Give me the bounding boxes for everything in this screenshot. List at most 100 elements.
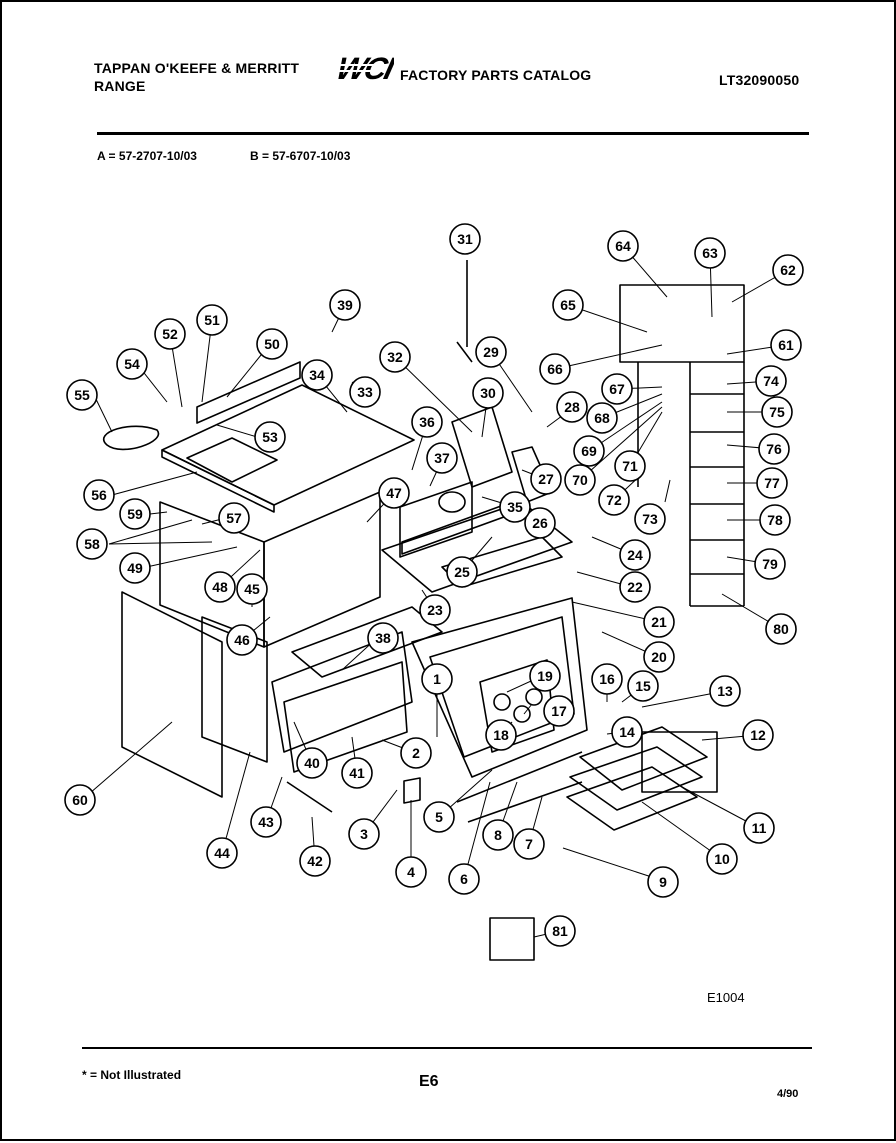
callout-43: 43 xyxy=(250,806,282,838)
callout-circle xyxy=(643,641,675,673)
callout-28: 28 xyxy=(556,391,588,423)
callout-number: 47 xyxy=(386,485,402,501)
callout-number: 30 xyxy=(480,385,496,401)
callout-65: 65 xyxy=(552,289,584,321)
callout-number: 15 xyxy=(635,678,651,694)
callout-number: 13 xyxy=(717,683,733,699)
callout-number: 20 xyxy=(651,649,667,665)
callout-circle xyxy=(647,866,679,898)
callout-circle xyxy=(367,622,399,654)
callout-number: 3 xyxy=(360,826,368,842)
callout-number: 81 xyxy=(552,923,568,939)
callout-74: 74 xyxy=(755,365,787,397)
callout-circle xyxy=(524,507,556,539)
callout-number: 39 xyxy=(337,297,353,313)
callout-circle xyxy=(449,223,481,255)
callout-36: 36 xyxy=(411,406,443,438)
callout-number: 35 xyxy=(507,499,523,515)
callout-19: 19 xyxy=(529,660,561,692)
callout-number: 48 xyxy=(212,579,228,595)
callout-number: 7 xyxy=(525,836,533,852)
callout-circle xyxy=(761,396,793,428)
callout-11: 11 xyxy=(743,812,775,844)
callout-circle xyxy=(296,747,328,779)
flue-ring xyxy=(438,491,466,513)
callout-68: 68 xyxy=(586,402,618,434)
callout-57: 57 xyxy=(218,502,250,534)
callout-circle xyxy=(66,379,98,411)
callout-2: 2 xyxy=(400,737,432,769)
callout-34: 34 xyxy=(301,359,333,391)
callout-circle xyxy=(472,377,504,409)
rod-part xyxy=(286,781,333,813)
side-panel xyxy=(121,591,223,798)
callout-18: 18 xyxy=(485,719,517,751)
callout-40: 40 xyxy=(296,747,328,779)
callout-circle xyxy=(116,348,148,380)
callout-59: 59 xyxy=(119,498,151,530)
callout-circle xyxy=(301,359,333,391)
callout-number: 11 xyxy=(752,820,767,836)
callout-23: 23 xyxy=(419,594,451,626)
callout-circle xyxy=(76,528,108,560)
oven-bottom-plate xyxy=(381,501,573,593)
callout-39: 39 xyxy=(329,289,361,321)
callout-circle xyxy=(400,737,432,769)
callout-circle xyxy=(196,304,228,336)
callout-14: 14 xyxy=(611,716,643,748)
callout-number: 58 xyxy=(84,536,100,552)
callout-circle xyxy=(446,556,478,588)
drawer-top xyxy=(291,606,443,678)
footer-rule xyxy=(82,1047,812,1049)
callout-number: 56 xyxy=(91,487,107,503)
catalog-title: FACTORY PARTS CATALOG xyxy=(400,67,592,83)
callout-61: 61 xyxy=(770,329,802,361)
callout-circle xyxy=(379,341,411,373)
callout-35: 35 xyxy=(499,491,531,523)
callout-number: 1 xyxy=(433,671,441,687)
callout-24: 24 xyxy=(619,539,651,571)
callout-25: 25 xyxy=(446,556,478,588)
callout-circle xyxy=(591,663,623,695)
callout-number: 63 xyxy=(702,245,718,261)
callout-51: 51 xyxy=(196,304,228,336)
callout-circle xyxy=(236,573,268,605)
callout-number: 77 xyxy=(764,475,780,491)
callout-27: 27 xyxy=(530,463,562,495)
callout-circle xyxy=(421,663,453,695)
callout-number: 22 xyxy=(627,579,643,595)
callout-circle xyxy=(411,406,443,438)
knob xyxy=(493,693,511,711)
callout-circle xyxy=(378,477,410,509)
callout-49: 49 xyxy=(119,552,151,584)
callout-number: 4 xyxy=(407,864,415,880)
callout-15: 15 xyxy=(627,670,659,702)
callout-31: 31 xyxy=(449,223,481,255)
callout-47: 47 xyxy=(378,477,410,509)
callout-number: 51 xyxy=(204,312,220,328)
flue-panel xyxy=(399,481,473,558)
callout-number: 73 xyxy=(642,511,658,527)
callout-circle xyxy=(254,421,286,453)
callout-circle xyxy=(349,376,381,408)
callout-circle xyxy=(758,433,790,465)
callout-circle xyxy=(119,498,151,530)
callout-55: 55 xyxy=(66,379,98,411)
callout-circle xyxy=(539,353,571,385)
callout-circle xyxy=(552,289,584,321)
callout-circle xyxy=(772,254,804,286)
callout-circle xyxy=(614,450,646,482)
callout-number: 67 xyxy=(609,381,625,397)
callout-number: 57 xyxy=(226,510,242,526)
callout-64: 64 xyxy=(607,230,639,262)
callout-circle xyxy=(770,329,802,361)
callout-circle xyxy=(482,819,514,851)
callout-circle xyxy=(83,479,115,511)
callout-number: 72 xyxy=(606,492,622,508)
callout-markers: 1234567891011121314151617181920212223242… xyxy=(64,223,804,947)
brand-title-line1: TAPPAN O'KEEFE & MERRITT xyxy=(94,60,300,76)
callout-70: 70 xyxy=(564,464,596,496)
callout-circle xyxy=(299,845,331,877)
callout-46: 46 xyxy=(226,624,258,656)
callout-3: 3 xyxy=(348,818,380,850)
